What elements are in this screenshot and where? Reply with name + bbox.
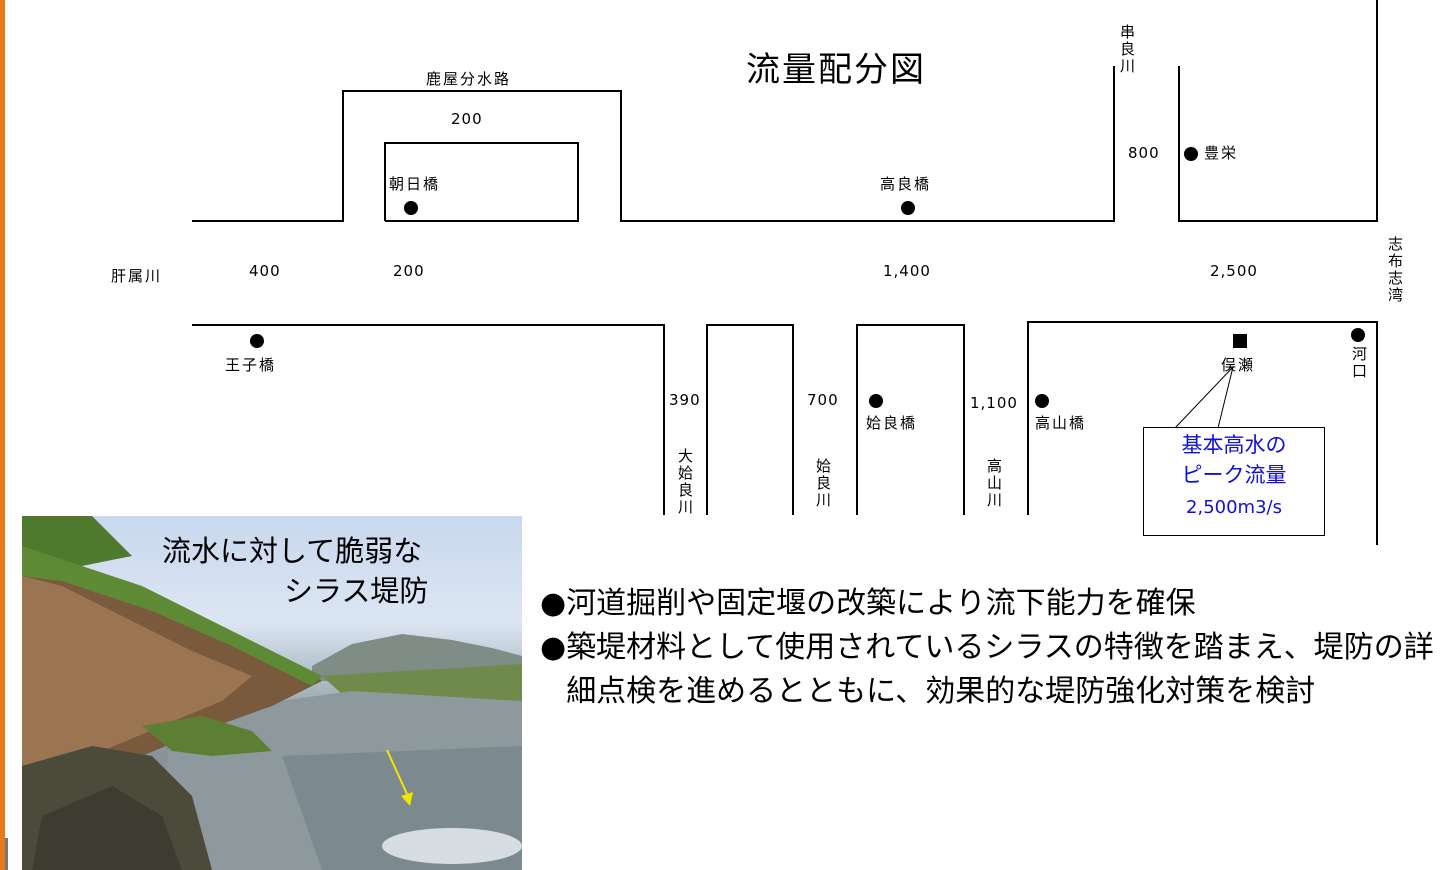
page-title: 流量配分図	[746, 50, 926, 90]
photo-scene	[22, 516, 522, 870]
shirasu-levee-photo: 流水に対して脆弱な シラス堤防	[22, 516, 522, 870]
flow-main-downstream: 2,500	[1210, 262, 1258, 280]
station-label-asahi: 朝日橋	[389, 175, 441, 193]
flow-main-mid: 1,400	[883, 262, 931, 280]
measure-item: ● 築堤材料として使用されているシラスの特徴を踏まえ、堤防の詳細点検を進めるとと…	[540, 626, 1444, 714]
station-marker-houei	[1184, 147, 1198, 161]
measure-text: 築堤材料として使用されているシラスの特徴を踏まえ、堤防の詳細点検を進めるとともに…	[566, 630, 1434, 709]
flow-kushira: 800	[1128, 144, 1160, 162]
peak-flow-callout: 基本高水の ピーク流量 2,500m3/s	[1143, 427, 1325, 536]
measure-item: ● 河道掘削や固定堰の改築により流下能力を確保	[540, 582, 1444, 626]
callout-pointer	[1174, 365, 1234, 429]
station-label-takayama-bridge: 高山橋	[1035, 414, 1087, 432]
river-label-ooaira: 大姶良川	[676, 448, 694, 516]
station-label-houei: 豊栄	[1204, 144, 1239, 162]
station-marker-asahi	[404, 201, 418, 215]
flow-takayama: 1,100	[970, 394, 1018, 412]
upper-bank-left	[192, 66, 1115, 222]
flow-ooaira: 390	[669, 391, 701, 409]
callout-line-3: 2,500m3/s	[1186, 497, 1282, 518]
river-label-takayama: 高山川	[985, 458, 1003, 509]
photo-caption-line-2: シラス堤防	[284, 574, 429, 608]
station-marker-oji	[250, 334, 264, 348]
aira-takayama-bank	[856, 324, 965, 515]
left-accent-bar	[0, 0, 5, 870]
station-marker-takayama-bridge	[1035, 394, 1049, 408]
measures-list: ● 河道掘削や固定堰の改築により流下能力を確保 ● 築堤材料として使用されている…	[540, 582, 1444, 714]
station-label-kakou: 河口	[1350, 346, 1368, 380]
photo-caption-line-1: 流水に対して脆弱な	[162, 534, 423, 568]
river-label-diversion: 鹿屋分水路	[426, 70, 512, 88]
downstream-lower-bank	[1027, 321, 1378, 545]
flow-diversion: 200	[451, 110, 483, 128]
flow-aira: 700	[807, 391, 839, 409]
river-label-aira: 姶良川	[814, 458, 832, 509]
station-marker-takara	[901, 201, 915, 215]
ooaira-aira-bank	[706, 324, 794, 515]
flow-main-diversion-section: 200	[393, 262, 425, 280]
station-label-takara: 高良橋	[880, 175, 932, 193]
kushira-right-bank	[1178, 0, 1378, 222]
station-marker-matase	[1233, 334, 1247, 348]
callout-line-1: 基本高水の	[1181, 433, 1287, 457]
diversion-inner	[384, 142, 579, 222]
bullet-mark: ●	[540, 630, 567, 665]
station-label-matase: 俣瀬	[1221, 356, 1256, 374]
measure-text: 河道掘削や固定堰の改築により流下能力を確保	[566, 586, 1196, 621]
callout-line-2: ピーク流量	[1181, 463, 1287, 487]
station-label-oji: 王子橋	[225, 356, 277, 374]
left-bottom-tick	[5, 838, 8, 870]
bullet-mark: ●	[540, 586, 567, 621]
station-marker-aira-bridge	[869, 394, 883, 408]
station-label-aira-bridge: 姶良橋	[866, 414, 918, 432]
river-label-kushira: 串良川	[1118, 24, 1136, 75]
river-label-kimotsuki: 肝属川	[111, 267, 163, 285]
lower-bank	[192, 324, 665, 515]
river-label-shibushi-bay: 志布志湾	[1386, 236, 1404, 304]
station-marker-kakou	[1351, 328, 1365, 342]
flow-main-upstream: 400	[249, 262, 281, 280]
